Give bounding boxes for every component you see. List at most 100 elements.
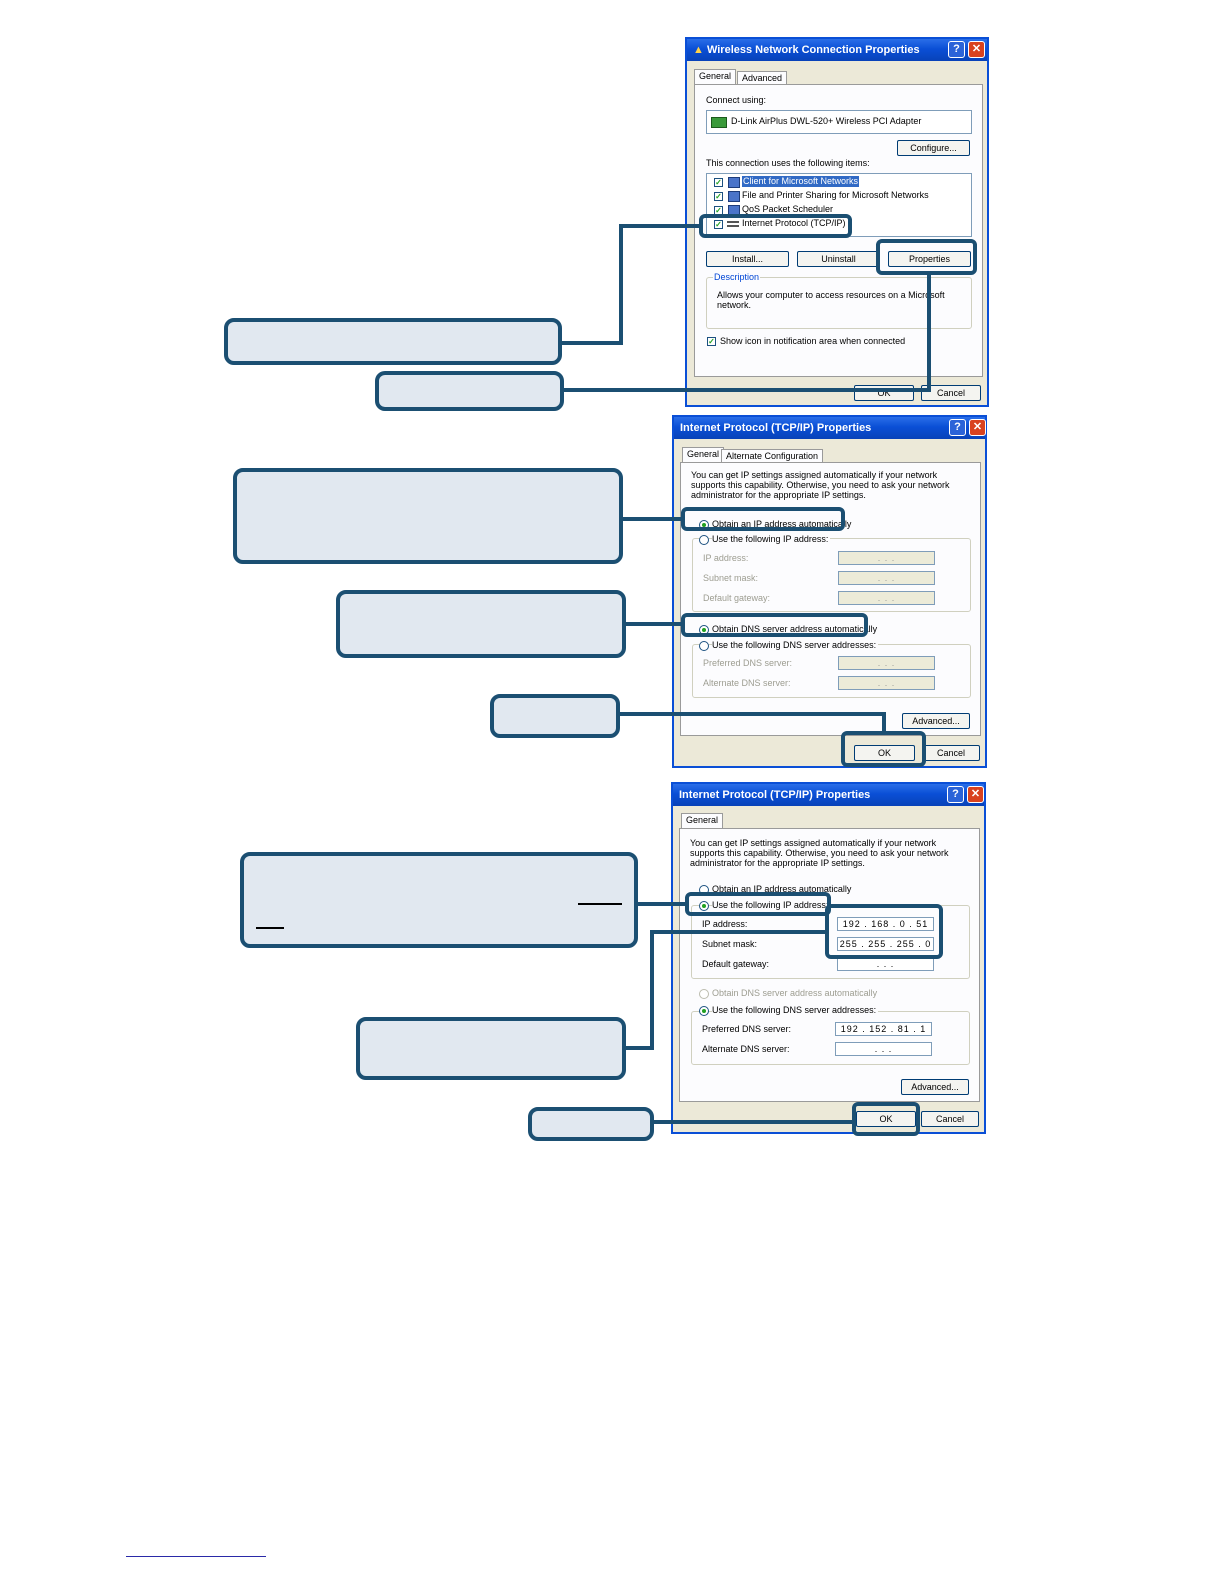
connect-using-label: Connect using: (706, 95, 767, 105)
callout-box (490, 694, 620, 738)
items-list: ✓ Client for Microsoft Networks ✓ File a… (706, 173, 972, 237)
obtain-ip-label: Obtain an IP address automatically (712, 519, 852, 529)
connector-line (619, 224, 701, 228)
general-panel: Connect using: D-Link AirPlus DWL-520+ W… (694, 84, 983, 377)
footer-rule (126, 1556, 266, 1557)
list-item[interactable]: Internet Protocol (TCP/IP) (742, 218, 846, 228)
subnet-mask-label: Subnet mask: (702, 939, 758, 949)
connector-line (927, 273, 931, 392)
use-ip-label: Use the following IP address: (712, 534, 831, 545)
advanced-button[interactable]: Advanced... (901, 1079, 969, 1095)
tab-general[interactable]: General (694, 69, 737, 85)
install-button[interactable]: Install... (706, 251, 789, 267)
list-item[interactable]: File and Printer Sharing for Microsoft N… (742, 190, 929, 200)
dns-settings-group (691, 1011, 970, 1065)
use-ip-label: Use the following IP address: (712, 900, 831, 911)
dialog-titlebar[interactable]: ▲ Wireless Network Connection Properties (687, 39, 987, 61)
description-label: Description (713, 272, 761, 283)
adapter-field: D-Link AirPlus DWL-520+ Wireless PCI Ada… (706, 110, 972, 134)
ok-button[interactable]: OK (854, 745, 915, 761)
advanced-button[interactable]: Advanced... (902, 713, 970, 729)
help-button[interactable]: ? (947, 786, 964, 803)
adapter-name: D-Link AirPlus DWL-520+ Wireless PCI Ada… (731, 116, 922, 126)
dialog-title: Wireless Network Connection Properties (706, 44, 920, 56)
connector-line (560, 341, 623, 345)
close-button[interactable]: ✕ (967, 786, 984, 803)
cancel-button[interactable]: Cancel (922, 745, 980, 761)
general-panel: You can get IP settings assigned automat… (680, 462, 981, 736)
close-button[interactable]: ✕ (969, 419, 986, 436)
subnet-mask-field[interactable]: 255 . 255 . 255 . 0 (837, 937, 934, 951)
preferred-dns-label: Preferred DNS server: (703, 658, 793, 668)
monitor-icon (728, 177, 740, 188)
cancel-button[interactable]: Cancel (921, 385, 981, 401)
help-button[interactable]: ? (948, 41, 965, 58)
connector-line (618, 712, 886, 716)
connector-line (652, 1120, 854, 1124)
list-item[interactable]: Client for Microsoft Networks (742, 176, 860, 187)
close-button[interactable]: ✕ (968, 41, 985, 58)
connector-line (624, 1046, 654, 1050)
default-gateway-label: Default gateway: (702, 959, 770, 969)
configure-button[interactable]: Configure... (897, 140, 970, 156)
callout-box (224, 318, 562, 365)
ip-address-field[interactable]: 192 . 168 . 0 . 51 (837, 917, 934, 931)
highlight-obtain-dns (681, 613, 868, 637)
connector-line (636, 902, 687, 906)
ip-address-label: IP address: (703, 553, 749, 563)
description-text: Allows your computer to access resources… (717, 290, 945, 310)
ok-button[interactable]: OK (856, 1111, 916, 1127)
subnet-mask-label: Subnet mask: (703, 573, 759, 583)
tab-advanced[interactable]: Advanced (737, 71, 788, 85)
highlight-ok-button (841, 731, 926, 767)
tab-general[interactable]: General (681, 813, 724, 829)
use-ip-radio[interactable] (699, 535, 709, 545)
highlight-ip-subnet (825, 904, 943, 959)
intro-text: You can get IP settings assigned automat… (691, 470, 950, 500)
default-gateway-field[interactable]: . . . (837, 957, 934, 971)
alternate-dns-field[interactable]: . . . (838, 676, 935, 690)
item-checkbox[interactable]: ✓ (714, 178, 723, 187)
preferred-dns-field[interactable]: . . . (838, 656, 935, 670)
subnet-mask-field[interactable]: . . . (838, 571, 935, 585)
use-dns-radio[interactable] (699, 1006, 709, 1016)
preferred-dns-field[interactable]: 192 . 152 . 81 . 1 (835, 1022, 932, 1036)
items-label: This connection uses the following items… (706, 158, 870, 168)
wireless-properties-dialog: ▲ Wireless Network Connection Properties… (685, 37, 989, 407)
item-checkbox[interactable]: ✓ (714, 192, 723, 201)
obtain-dns-label: Obtain DNS server address automatically (712, 988, 878, 998)
obtain-dns-radio[interactable] (699, 989, 709, 999)
obtain-dns-label: Obtain DNS server address automatically (712, 624, 878, 634)
tab-alternate-configuration[interactable]: Alternate Configuration (721, 449, 824, 463)
show-icon-checkbox[interactable]: ✓ (707, 337, 716, 346)
uninstall-button[interactable]: Uninstall (797, 251, 880, 267)
help-button[interactable]: ? (949, 419, 966, 436)
general-panel: You can get IP settings assigned automat… (679, 828, 980, 1102)
connector-line (562, 388, 931, 392)
use-dns-radio[interactable] (699, 641, 709, 651)
highlight-ok-button (852, 1102, 920, 1136)
tab-general[interactable]: General (682, 447, 725, 463)
use-ip-radio[interactable] (699, 901, 709, 911)
printer-icon (728, 191, 740, 202)
ip-address-field[interactable]: . . . (838, 551, 935, 565)
dialog-titlebar[interactable]: Internet Protocol (TCP/IP) Properties (674, 417, 985, 439)
ip-settings-group (692, 538, 971, 612)
alternate-dns-field[interactable]: . . . (835, 1042, 932, 1056)
dialog-titlebar[interactable]: Internet Protocol (TCP/IP) Properties (673, 784, 984, 806)
callout-box (375, 371, 564, 411)
connector-line (624, 622, 683, 626)
use-dns-label: Use the following DNS server addresses: (712, 1005, 879, 1016)
item-checkbox[interactable]: ✓ (714, 220, 723, 229)
protocol-icon (727, 221, 739, 227)
list-item[interactable]: QoS Packet Scheduler (742, 204, 834, 214)
default-gateway-field[interactable]: . . . (838, 591, 935, 605)
connector-line (882, 712, 886, 734)
default-gateway-label: Default gateway: (703, 593, 771, 603)
cancel-button[interactable]: Cancel (921, 1111, 979, 1127)
properties-button[interactable]: Properties (888, 251, 971, 267)
alternate-dns-label: Alternate DNS server: (703, 678, 791, 688)
callout-box (528, 1107, 654, 1141)
callout-box (233, 468, 623, 564)
tcpip-properties-dialog-static: Internet Protocol (TCP/IP) Properties ? … (671, 782, 986, 1134)
